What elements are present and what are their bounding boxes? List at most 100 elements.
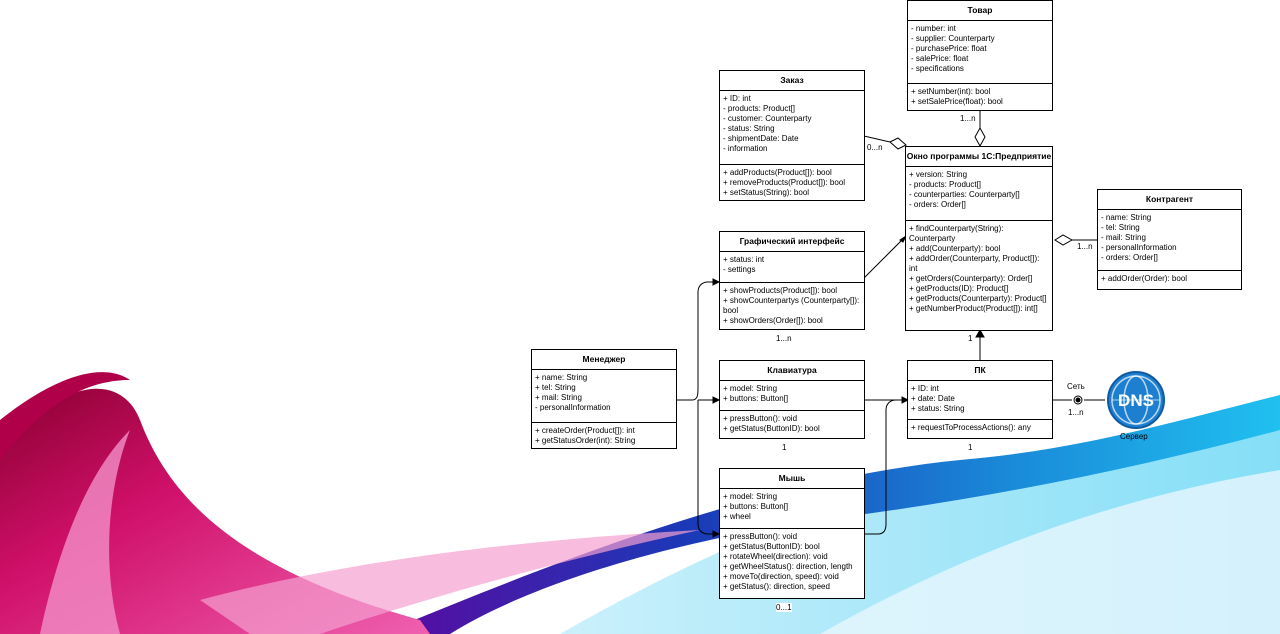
attribute: + mail: String (535, 393, 582, 402)
class-zakaz[interactable]: Заказ + ID: int - products: Product[] - … (719, 70, 865, 201)
multiplicity-keyboard: 1 (782, 443, 787, 452)
attribute: + tel: String (535, 383, 576, 392)
attribute: - personalInformation (535, 403, 611, 412)
attribute: - purchasePrice: float (911, 44, 987, 53)
attribute: - specifications (911, 64, 964, 73)
attribute: + buttons: Button[] (723, 502, 789, 511)
method: + getNumberProduct(Product[]): int[] (909, 304, 1038, 313)
attribute: + ID: int (911, 384, 939, 393)
attribute: + model: String (723, 492, 778, 501)
class-pc[interactable]: ПК + ID: int + date: Date + status: Stri… (907, 360, 1053, 439)
dns-text: DNS (1118, 391, 1154, 410)
attributes-section: + version: String - products: Product[] … (906, 167, 1052, 220)
attribute: - number: int (911, 24, 956, 33)
class-tovar[interactable]: Товар - number: int - supplier: Counterp… (907, 0, 1053, 111)
method: + createOrder(Product[]): int (535, 426, 635, 435)
method: + getStatusOrder(int): String (535, 436, 636, 445)
methods-section: + showProducts(Product[]): bool + showCo… (720, 282, 864, 329)
method: + getProducts(Counterparty): Product[] (909, 294, 1047, 303)
multiplicity-kontragent: 1...n (1077, 242, 1093, 251)
multiplicity-zakaz: 0...n (867, 143, 883, 152)
attributes-section: + status: int - settings (720, 252, 864, 282)
method: + setSalePrice(float): bool (911, 97, 1003, 106)
class-title: Менеджер (532, 350, 676, 370)
class-title: Клавиатура (720, 361, 864, 381)
attribute: - orders: Order[] (909, 200, 966, 209)
class-kontragent[interactable]: Контрагент - name: String - tel: String … (1097, 189, 1242, 290)
class-title: Контрагент (1098, 190, 1241, 210)
method: + showOrders(Order[]): bool (723, 316, 823, 325)
server-label: Сервер (1120, 432, 1148, 441)
method: + rotateWheel(direction): void (723, 552, 828, 561)
methods-section: + addOrder(Order): bool (1098, 270, 1241, 287)
attribute: - mail: String (1101, 233, 1146, 242)
attribute: + buttons: Button[] (723, 394, 789, 403)
multiplicity-pc-okno: 1 (968, 334, 973, 343)
class-keyboard[interactable]: Клавиатура + model: String + buttons: Bu… (719, 360, 865, 439)
attribute: - information (723, 144, 768, 153)
attribute: - tel: String (1101, 223, 1140, 232)
method: + addOrder(Order): bool (1101, 274, 1188, 283)
multiplicity-gui: 1...n (776, 334, 792, 343)
method: + getProducts(ID): Product[] (909, 284, 1009, 293)
methods-section: + requestToProcessActions(): any (908, 419, 1052, 436)
methods-section: + createOrder(Product[]): int + getStatu… (532, 422, 676, 449)
attribute: - name: String (1101, 213, 1152, 222)
attribute: - orders: Order[] (1101, 253, 1158, 262)
method: + getStatus(ButtonID): bool (723, 424, 820, 433)
method: + getStatus(): direction, speed (723, 582, 830, 591)
method: + add(Counterparty): bool (909, 244, 1001, 253)
method: + getOrders(Counterparty): Order[] (909, 274, 1033, 283)
multiplicity-dns: 1...n (1068, 408, 1084, 417)
attribute: + ID: int (723, 94, 751, 103)
attributes-section: + ID: int - products: Product[] - custom… (720, 91, 864, 164)
class-mouse[interactable]: Мышь + model: String + buttons: Button[]… (719, 468, 865, 599)
class-title: Мышь (720, 469, 864, 489)
method: + requestToProcessActions(): any (911, 423, 1031, 432)
method: + addOrder(Counterparty, Product[]): int (909, 254, 1040, 273)
attribute: - products: Product[] (909, 180, 982, 189)
class-title: Заказ (720, 71, 864, 91)
class-title: ПК (908, 361, 1052, 381)
dns-server-icon: DNS (1106, 370, 1166, 430)
methods-section: + addProducts(Product[]): bool + removeP… (720, 164, 864, 201)
class-manager[interactable]: Менеджер + name: String + tel: String + … (531, 349, 677, 449)
attributes-section: + ID: int + date: Date + status: String (908, 381, 1052, 419)
method: + getStatus(ButtonID): bool (723, 542, 820, 551)
attribute: + name: String (535, 373, 588, 382)
attribute: - personalInformation (1101, 243, 1177, 252)
class-title: Графический интерфейс (720, 232, 864, 252)
method: + pressButton(): void (723, 414, 798, 423)
attributes-section: + name: String + tel: String + mail: Str… (532, 370, 676, 422)
multiplicity-mouse: 0...1 (776, 603, 792, 612)
attribute: - shipmentDate: Date (723, 134, 799, 143)
attribute: + wheel (723, 512, 751, 521)
methods-section: + pressButton(): void + getStatus(Button… (720, 528, 864, 595)
class-title: Окно программы 1С:Предприятие (906, 147, 1052, 167)
method: + findCounterparty(String): Counterparty (909, 224, 1004, 243)
method: + showProducts(Product[]): bool (723, 286, 838, 295)
attribute: - customer: Counterparty (723, 114, 812, 123)
multiplicity-pc: 1 (968, 443, 973, 452)
method: + setStatus(String): bool (723, 188, 810, 197)
attribute: - products: Product[] (723, 104, 796, 113)
attributes-section: - name: String - tel: String - mail: Str… (1098, 210, 1241, 270)
attribute: - status: String (723, 124, 775, 133)
method: + pressButton(): void (723, 532, 798, 541)
attribute: - counterparties: Counterparty[] (909, 190, 1020, 199)
attribute: - supplier: Counterparty (911, 34, 995, 43)
class-gui[interactable]: Графический интерфейс + status: int - se… (719, 231, 865, 330)
attribute: + date: Date (911, 394, 955, 403)
method: + removeProducts(Product[]): bool (723, 178, 846, 187)
multiplicity-tovar: 1...n (960, 114, 976, 123)
method: + showCounterpartys (Counterparty[]): bo… (723, 296, 860, 315)
method: + getWheelStatus(): direction, length (723, 562, 853, 571)
methods-section: + setNumber(int): bool + setSalePrice(fl… (908, 83, 1052, 110)
class-okno[interactable]: Окно программы 1С:Предприятие + version:… (905, 146, 1053, 331)
attributes-section: - number: int - supplier: Counterparty -… (908, 21, 1052, 83)
method: + addProducts(Product[]): bool (723, 168, 832, 177)
methods-section: + findCounterparty(String): Counterparty… (906, 220, 1052, 317)
attributes-section: + model: String + buttons: Button[] (720, 381, 864, 410)
methods-section: + pressButton(): void + getStatus(Button… (720, 410, 864, 437)
